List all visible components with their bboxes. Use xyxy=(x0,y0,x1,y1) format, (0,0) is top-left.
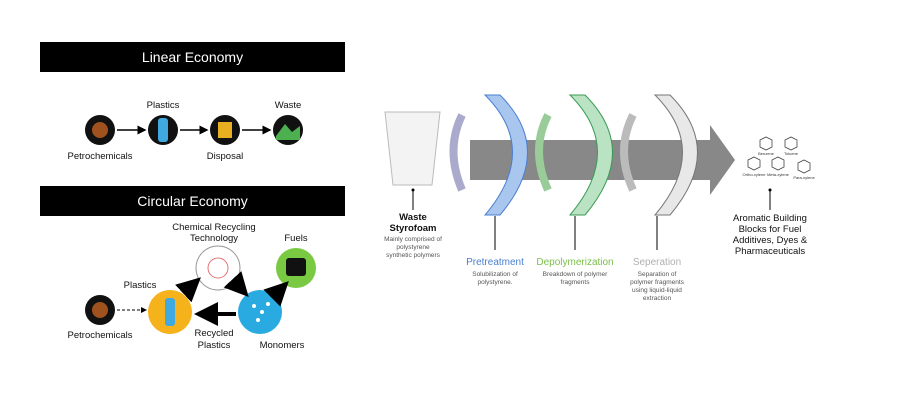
linear-petrochemicals-label: Petrochemicals xyxy=(67,151,133,162)
step-pretreatment: Pretreatment xyxy=(466,257,524,268)
output-line: Blocks for Fuel xyxy=(738,224,802,235)
molecule-para-xylene: Para-xylene xyxy=(793,175,815,180)
molecule-meta-xylene: Meta-xylene xyxy=(767,172,789,177)
linear-disposal-label: Disposal xyxy=(206,151,244,162)
waste-label: Waste xyxy=(399,212,427,223)
step-depolymerization: Depolymerization xyxy=(536,257,614,268)
desc-line: polymer fragments xyxy=(630,279,684,286)
output-line: Additives, Dyes & xyxy=(732,235,808,246)
linear-economy-header: Linear Economy xyxy=(40,42,345,72)
output-line: Pharmaceuticals xyxy=(734,246,806,257)
recycled-label: Recycled xyxy=(194,328,234,339)
desc-line: Mainly comprised of xyxy=(384,236,442,243)
desc-line: using liquid-liquid xyxy=(632,287,682,294)
circular-plastics-label: Plastics xyxy=(123,280,157,291)
fuels-label: Fuels xyxy=(284,233,308,244)
desc-line: synthetic polymers xyxy=(386,252,440,259)
monomers-label: Monomers xyxy=(259,340,305,351)
molecule-toluene: Toluene xyxy=(783,151,799,156)
styrofoam-label: Styrofoam xyxy=(389,223,437,234)
linear-flow xyxy=(85,115,303,145)
molecule-benzene: Benzene xyxy=(758,151,774,156)
desc-line: polystyrene. xyxy=(477,279,513,286)
circular-flow xyxy=(85,245,316,334)
desc-line: fragments xyxy=(560,279,590,286)
linear-plastics-label: Plastics xyxy=(146,100,180,111)
output-line: Aromatic Building xyxy=(733,213,807,224)
step-separation: Seperation xyxy=(632,257,682,268)
desc-line: Breakdown of polymer xyxy=(542,271,608,278)
process-graphics xyxy=(384,94,811,250)
circular-economy-header: Circular Economy xyxy=(40,186,345,216)
circular-petrochemicals-label: Petrochemicals xyxy=(67,330,133,341)
chemical-recycling-label: Chemical Recycling xyxy=(172,222,256,233)
desc-line: polystyrene xyxy=(396,244,430,251)
molecule-ortho-xylene: Ortho-xylene xyxy=(742,172,766,177)
recycled-plastics-label: Plastics xyxy=(197,340,231,351)
desc-line: extraction xyxy=(642,295,672,302)
technology-label: Technology xyxy=(189,233,239,244)
desc-line: Solubilization of xyxy=(472,271,518,278)
linear-waste-label: Waste xyxy=(274,100,302,111)
desc-line: Separation of xyxy=(637,271,677,278)
